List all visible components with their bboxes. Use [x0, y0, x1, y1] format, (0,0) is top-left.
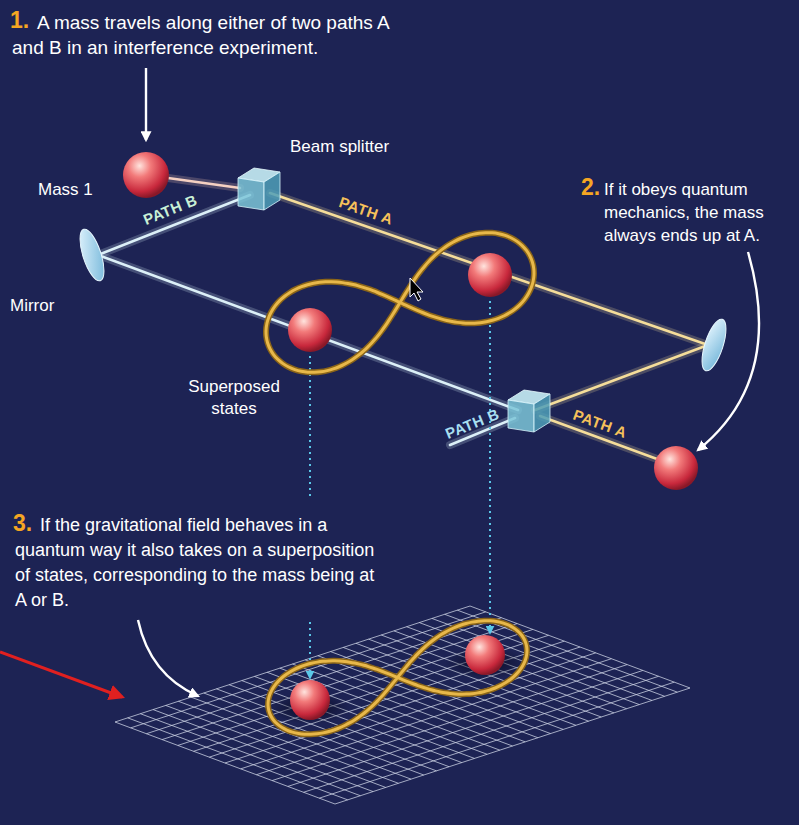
beam-glow — [535, 345, 708, 410]
part-label: Superposed states — [172, 376, 296, 420]
superposition-loop — [268, 621, 527, 735]
beam-glow — [168, 178, 240, 188]
callout-arrow — [138, 620, 198, 696]
grid-line — [128, 718, 348, 800]
part-label: Mass 1 — [38, 180, 93, 200]
beam-path — [98, 255, 518, 410]
mass-sphere — [290, 680, 330, 720]
grid-line — [153, 710, 373, 792]
superposition-loop — [266, 233, 534, 373]
superposition-loop — [268, 621, 527, 735]
step-text: If the gravitational field behaves in a … — [15, 513, 381, 613]
grid-line — [178, 629, 533, 745]
superposition-loop — [266, 233, 534, 373]
part-label: Mirror — [10, 296, 54, 316]
callout-number: 1. — [10, 8, 29, 33]
part-label: Beam splitter — [290, 137, 389, 157]
beam-path — [535, 345, 708, 410]
step-text: A mass travels along either of two paths… — [12, 10, 404, 60]
grid-line — [140, 714, 360, 796]
mass-sphere — [123, 152, 169, 198]
callout-arrow — [698, 252, 759, 450]
grid-line — [280, 668, 500, 750]
beam-path — [168, 178, 240, 188]
grid-line — [194, 635, 549, 751]
projection-line — [489, 301, 491, 633]
callout-number: 3. — [13, 511, 32, 536]
mass-sphere — [465, 635, 505, 675]
beam-splitter-cube — [508, 390, 550, 432]
mirror-symbol — [697, 317, 731, 374]
mouse-cursor — [410, 278, 423, 301]
mirror-symbol — [75, 227, 109, 284]
annotation-arrow — [0, 652, 122, 697]
grid-line — [267, 672, 487, 754]
grid-line — [343, 647, 563, 729]
grid-line — [445, 614, 665, 696]
beam-glow — [98, 255, 518, 410]
callout-arrow — [145, 68, 147, 140]
projection-line — [309, 356, 311, 500]
callout-arrow — [138, 68, 759, 696]
spacetime-grid — [115, 606, 690, 804]
beam-splitter-cube — [238, 168, 280, 210]
callout-number: 2. — [581, 176, 600, 199]
mass-sphere — [468, 253, 512, 297]
step-text: If it obeys quantum mechanics, the mass … — [604, 178, 792, 247]
projection-line — [309, 622, 311, 678]
grid-line — [432, 618, 652, 700]
grid-line — [209, 641, 564, 757]
mass-sphere — [654, 446, 698, 490]
mass-sphere — [288, 308, 332, 352]
grid-line — [254, 676, 474, 758]
grid-line — [381, 635, 601, 717]
